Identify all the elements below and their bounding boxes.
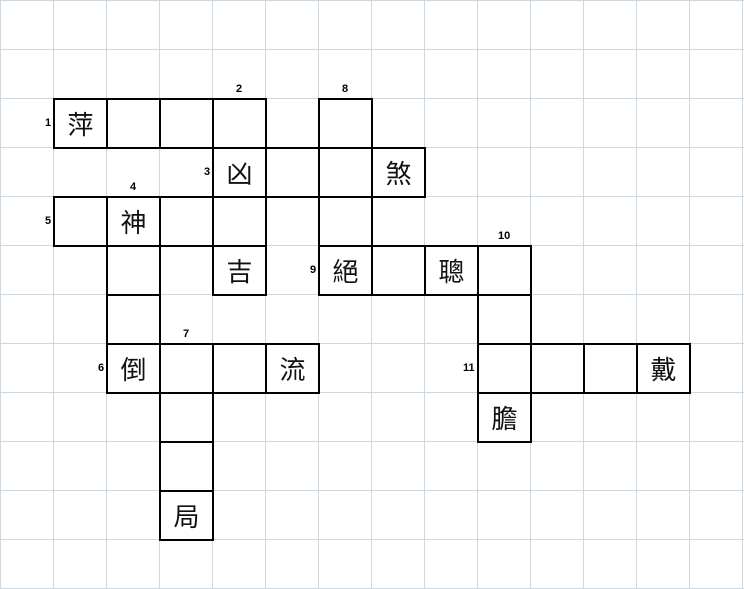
crossword-cell-empty[interactable]: [212, 343, 267, 394]
crossword-cell-empty[interactable]: [106, 98, 161, 149]
clue-number: 10: [498, 230, 511, 242]
crossword-cell-empty[interactable]: [318, 196, 373, 247]
clue-number: 11: [463, 362, 475, 374]
crossword-cell-empty[interactable]: [106, 294, 161, 345]
crossword-cell-empty[interactable]: [159, 343, 214, 394]
clue-number: 9: [310, 264, 317, 276]
clue-number: 3: [204, 166, 211, 178]
crossword-cell-filled[interactable]: 聰: [424, 245, 479, 296]
crossword-cell-filled[interactable]: 凶: [212, 147, 267, 198]
crossword-cell-empty[interactable]: [212, 196, 267, 247]
crossword-cell-filled[interactable]: 煞: [371, 147, 426, 198]
crossword-cell-empty[interactable]: [477, 294, 532, 345]
crossword-cell-empty[interactable]: [159, 98, 214, 149]
crossword-cell-empty[interactable]: [106, 245, 161, 296]
crossword-cell-empty[interactable]: [212, 98, 267, 149]
clue-number: 8: [342, 83, 349, 95]
clue-number: 6: [98, 362, 105, 374]
clue-number: 4: [130, 181, 137, 193]
crossword-cell-empty[interactable]: [318, 147, 373, 198]
crossword-cell-empty[interactable]: [477, 245, 532, 296]
crossword-cell-filled[interactable]: 倒: [106, 343, 161, 394]
clue-number: 7: [183, 328, 190, 340]
crossword-cell-empty[interactable]: [371, 245, 426, 296]
crossword-cell-empty[interactable]: [159, 196, 214, 247]
crossword-cell-filled[interactable]: 膽: [477, 392, 532, 443]
crossword-cell-filled[interactable]: 絕: [318, 245, 373, 296]
crossword-cell-filled[interactable]: 神: [106, 196, 161, 247]
crossword-cell-empty[interactable]: [318, 98, 373, 149]
crossword-cell-filled[interactable]: 吉: [212, 245, 267, 296]
clue-number: 5: [45, 215, 52, 227]
clue-number: 2: [236, 83, 243, 95]
crossword-cell-empty[interactable]: [53, 196, 108, 247]
clue-number: 1: [45, 117, 52, 129]
crossword-cell-filled[interactable]: 萍: [53, 98, 108, 149]
crossword-cell-filled[interactable]: 戴: [636, 343, 691, 394]
crossword-cell-filled[interactable]: 局: [159, 490, 214, 541]
crossword-cell-filled[interactable]: 流: [265, 343, 320, 394]
crossword-cell-empty[interactable]: [530, 343, 585, 394]
crossword-cell-empty[interactable]: [265, 147, 320, 198]
crossword-cell-empty[interactable]: [477, 343, 532, 394]
crossword-cell-empty[interactable]: [159, 392, 214, 443]
crossword-cell-empty[interactable]: [159, 441, 214, 492]
crossword-cell-empty[interactable]: [583, 343, 638, 394]
